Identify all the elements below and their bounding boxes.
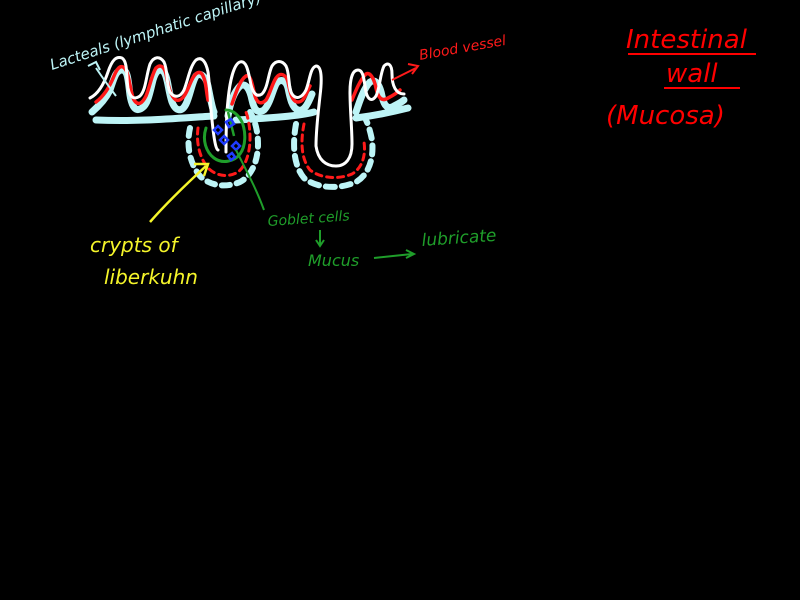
- crypt-right-lacteal: [291, 117, 376, 190]
- crypt-right-blood: [300, 122, 366, 179]
- goblet-arrow: [235, 149, 265, 211]
- blood-vessel-layer: [94, 64, 402, 106]
- crypt-left-lacteal: [185, 109, 262, 189]
- villi-outline: [88, 56, 406, 168]
- crypt-right: [291, 117, 376, 190]
- goblet-cell-stem: [226, 111, 236, 137]
- crypt-left-blood: [196, 110, 252, 177]
- crypts-arrowhead: [194, 162, 210, 177]
- goblet-cells-label: Goblet cells: [267, 208, 350, 230]
- lubricate-label: lubricate: [421, 226, 497, 251]
- lacteal-base-line: [92, 104, 412, 125]
- mucus-to-lubricate-arrow: [373, 249, 417, 259]
- goblet-nucleus-3: [218, 134, 230, 146]
- villi-group: [88, 56, 412, 168]
- title-block: Intestinal wall (Mucosa): [606, 25, 756, 131]
- lacteals-arrowhead: [87, 60, 101, 71]
- goblet-nucleus-1: [212, 124, 224, 136]
- crypts-label-line-2: liberkuhn: [104, 265, 198, 289]
- lacteal-layer: [88, 66, 316, 120]
- lacteals-label: Lacteals (lymphatic capillary): [48, 0, 264, 74]
- crypts-arrow: [149, 165, 207, 223]
- goblet-nucleus-4: [230, 140, 242, 152]
- annotation-arrows: [87, 60, 420, 259]
- blood-vessel-arrow: [391, 67, 417, 81]
- goblet-nucleus-2: [224, 117, 236, 129]
- blood-vessel-arrowhead: [407, 63, 420, 75]
- title-line-3: (Mucosa): [606, 101, 725, 131]
- crypt-left: [185, 108, 262, 189]
- goblet-to-mucus-arrow: [315, 230, 325, 248]
- goblet-nucleus-5: [226, 151, 237, 162]
- blood-vessel-label: Blood vessel: [418, 33, 508, 64]
- lacteals-arrow: [95, 67, 117, 97]
- mucus-label: Mucus: [308, 251, 359, 270]
- title-line-2: wall: [666, 59, 718, 89]
- crypts-label-line-1: crypts of: [90, 233, 181, 257]
- title-line-1: Intestinal: [626, 25, 748, 55]
- goblet-cell-outline: [202, 108, 247, 163]
